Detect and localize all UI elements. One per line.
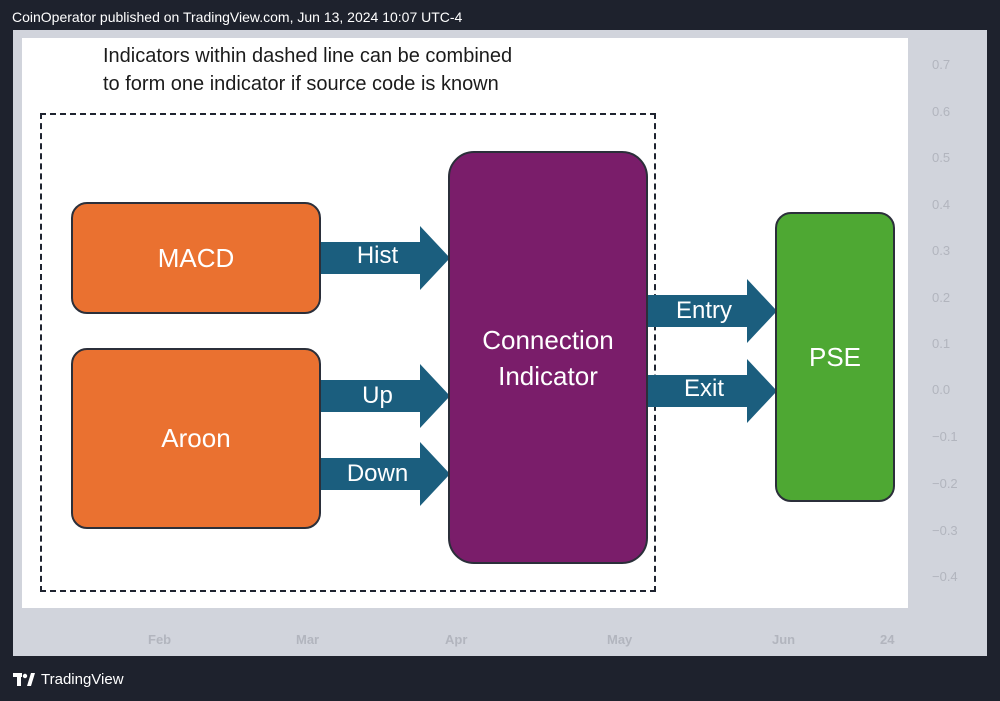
node-pse-label: PSE: [808, 341, 862, 372]
y-tick: −0.3: [932, 523, 958, 538]
x-tick: Mar: [296, 632, 320, 647]
arrow-up: Up: [320, 364, 450, 428]
y-tick: 0.0: [932, 382, 951, 397]
tradingview-logo-icon: [13, 672, 35, 686]
node-aroon-label: Aroon: [161, 423, 231, 453]
arrow-exit-label: Exit: [683, 375, 724, 402]
arrow-exit: Exit: [645, 359, 777, 423]
y-tick: 0.7: [932, 57, 951, 72]
diagram-note: Indicators within dashed line can be com…: [103, 42, 512, 98]
y-tick: −0.4: [932, 569, 958, 584]
y-tick: −0.2: [932, 476, 958, 491]
arrow-down-shape: [320, 442, 450, 506]
arrow-hist-shape: [320, 226, 450, 290]
node-aroon: Aroon: [71, 348, 321, 529]
y-tick: 0.2: [932, 290, 951, 305]
arrow-entry-label: Entry: [675, 297, 732, 324]
arrow-hist-label: Hist: [356, 242, 399, 269]
x-tick: May: [607, 632, 633, 647]
x-tick: Apr: [445, 632, 468, 647]
arrow-entry-shape: [645, 279, 777, 343]
node-macd-label: MACD: [157, 242, 235, 273]
node-connection-label-line2: Indicator: [498, 360, 598, 391]
tradingview-brand[interactable]: TradingView: [13, 671, 124, 688]
arrow-up-shape: [320, 364, 450, 428]
arrow-entry: Entry: [645, 279, 777, 343]
x-tick: 24: [880, 632, 895, 647]
arrow-up-label: Up: [362, 382, 393, 409]
arrow-exit-shape: [645, 359, 777, 423]
note-line-1: Indicators within dashed line can be com…: [103, 45, 513, 67]
tradingview-brand-name: TradingView: [41, 671, 124, 688]
publish-header: CoinOperator published on TradingView.co…: [12, 9, 463, 25]
node-connection-label-line1: Connection: [482, 324, 614, 355]
arrow-hist: Hist: [320, 226, 450, 290]
note-line-2: to form one indicator if source code is …: [103, 73, 499, 95]
node-macd: MACD: [71, 202, 321, 314]
y-tick: 0.1: [932, 336, 951, 351]
arrow-down: Down: [320, 442, 450, 506]
y-tick: 0.6: [932, 104, 951, 119]
x-tick: Feb: [148, 632, 172, 647]
x-tick: Jun: [772, 632, 796, 647]
combinable-group-border: [40, 113, 656, 592]
y-tick: 0.5: [932, 150, 951, 165]
arrow-down-label: Down: [346, 460, 409, 487]
y-tick: 0.4: [932, 197, 951, 212]
node-pse: PSE: [775, 212, 895, 502]
node-connection-indicator: Connection Indicator: [448, 151, 648, 564]
y-tick: 0.3: [932, 243, 951, 258]
y-tick: −0.1: [932, 429, 958, 444]
